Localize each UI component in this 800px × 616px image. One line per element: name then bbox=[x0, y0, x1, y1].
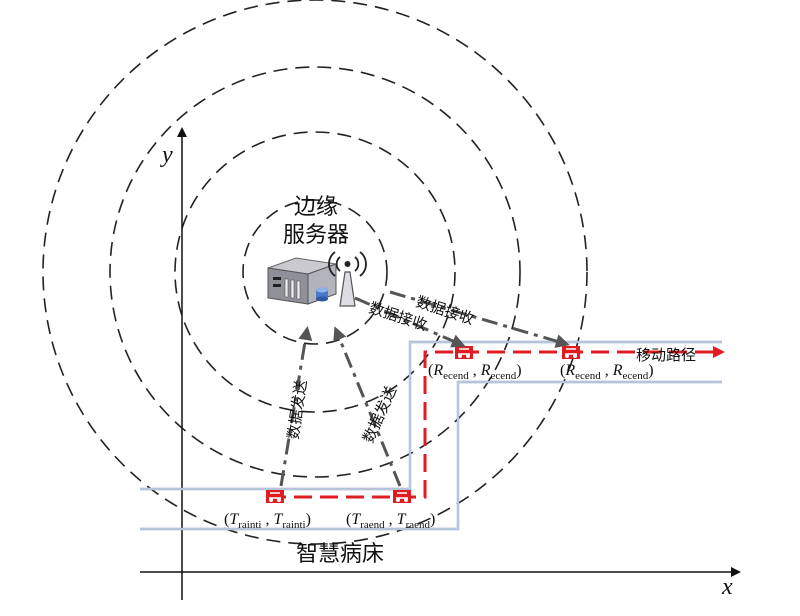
y-axis-label: y bbox=[160, 142, 173, 168]
data-send-label-right: 数据发送 bbox=[359, 383, 400, 445]
smart-bed-icon bbox=[266, 490, 284, 503]
data-send-arrow-left bbox=[279, 326, 313, 487]
axes: y x bbox=[140, 127, 741, 600]
coord-label-bed-start: (Trainti , Trainti) bbox=[224, 511, 311, 531]
smart-bed-icon bbox=[562, 346, 580, 359]
server-label-line2: 服务器 bbox=[283, 223, 349, 248]
coord-label-bed-end: (Traend , Traend) bbox=[346, 511, 435, 531]
data-send-arrows bbox=[279, 326, 402, 487]
data-receive-arrow-far bbox=[389, 290, 570, 348]
coverage-rings bbox=[42, 0, 588, 545]
coord-label-corridor-a: (Recend , Recend) bbox=[428, 362, 522, 382]
coord-label-corridor-b: (Recend , Recend) bbox=[560, 362, 654, 382]
data-send-label-left: 数据发送 bbox=[284, 379, 310, 441]
smart-bed-icon bbox=[455, 346, 473, 359]
data-receive-arrows bbox=[354, 290, 570, 348]
smart-bed-icon bbox=[393, 490, 411, 503]
corridor-inner-wall-core bbox=[140, 381, 722, 530]
smart-bed-caption: 智慧病床 bbox=[296, 542, 384, 567]
server-icon bbox=[267, 257, 337, 305]
coverage-ring-4 bbox=[42, 0, 588, 545]
corridor-inner-wall bbox=[140, 380, 722, 531]
antenna-icon bbox=[328, 251, 367, 307]
movement-path-label: 移动路径 bbox=[636, 346, 696, 364]
coverage-ring-2 bbox=[174, 131, 456, 413]
x-axis-label: x bbox=[721, 574, 733, 600]
coverage-ring-3 bbox=[109, 66, 521, 478]
data-receive-arrow-near bbox=[354, 296, 466, 348]
coverage-ring-1 bbox=[242, 199, 388, 345]
server-label-line1: 边缘 bbox=[294, 195, 338, 220]
data-send-arrow-right bbox=[333, 326, 402, 487]
